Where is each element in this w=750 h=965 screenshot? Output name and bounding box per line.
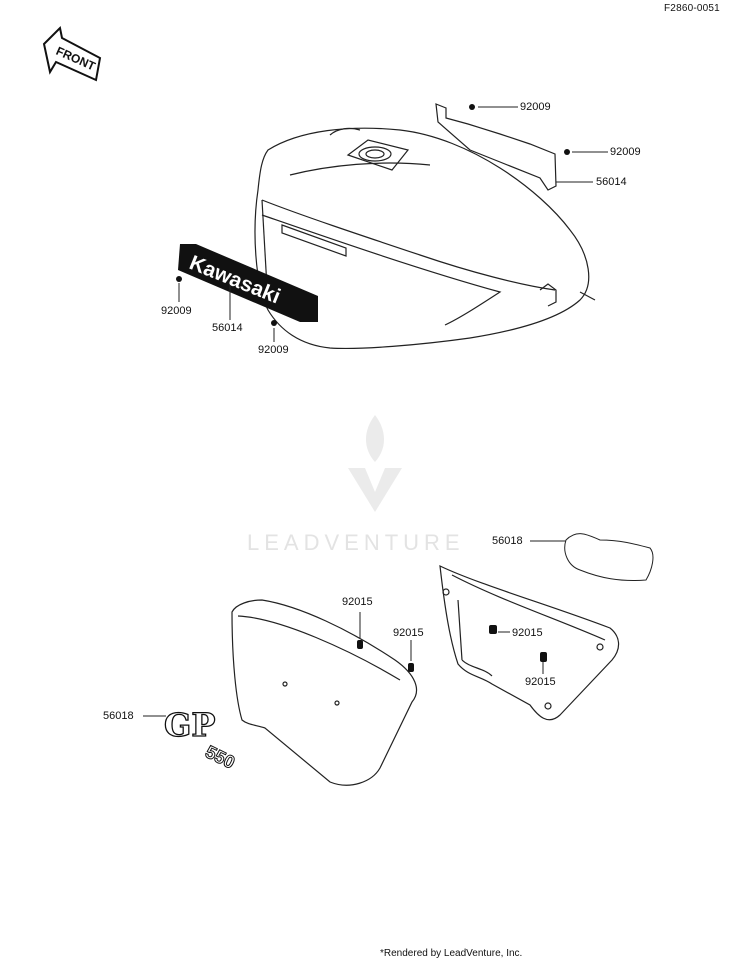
callout-92015-left-cover[interactable]: 92015	[342, 596, 373, 608]
figure-code: F2860-0051	[664, 3, 720, 14]
callout-92009-rear-top[interactable]: 92009	[520, 101, 551, 113]
callout-56014-rear-plate[interactable]: 56014	[596, 176, 627, 188]
gp-emblem-main: GP	[164, 706, 215, 744]
watermark-text: LEADVENTURE	[247, 530, 465, 555]
callout-92009-emblem-left[interactable]: 92009	[161, 305, 192, 317]
callout-56018-gp-emblem[interactable]: 56018	[103, 710, 134, 722]
leader-lines	[143, 106, 608, 717]
callout-56014-kawasaki-emblem[interactable]: 56014	[212, 322, 243, 334]
fuel-tank	[254, 127, 596, 350]
side-emblem-upper	[564, 533, 654, 581]
rear-emblem-plate	[435, 103, 557, 191]
callout-92009-emblem-right[interactable]: 92009	[258, 344, 289, 356]
front-arrow-icon: FRONT	[42, 25, 102, 82]
gp-emblem-model: 550	[202, 742, 238, 773]
leadventure-watermark-logo	[348, 415, 402, 512]
gp550-emblem: GP 550	[163, 705, 238, 773]
rendered-by-credit: *Rendered by LeadVenture, Inc.	[380, 948, 523, 959]
callout-56018-upper-emblem[interactable]: 56018	[492, 535, 523, 547]
left-side-cover	[231, 599, 417, 786]
callout-92009-rear-right[interactable]: 92009	[610, 146, 641, 158]
callout-92015-right-cover-top[interactable]: 92015	[512, 627, 543, 639]
callout-92015-right-cover-bottom[interactable]: 92015	[525, 676, 556, 688]
callout-92015-center[interactable]: 92015	[393, 627, 424, 639]
kawasaki-emblem: Kawasaki	[178, 244, 318, 322]
fasteners	[176, 104, 570, 672]
right-side-cover	[439, 564, 620, 721]
